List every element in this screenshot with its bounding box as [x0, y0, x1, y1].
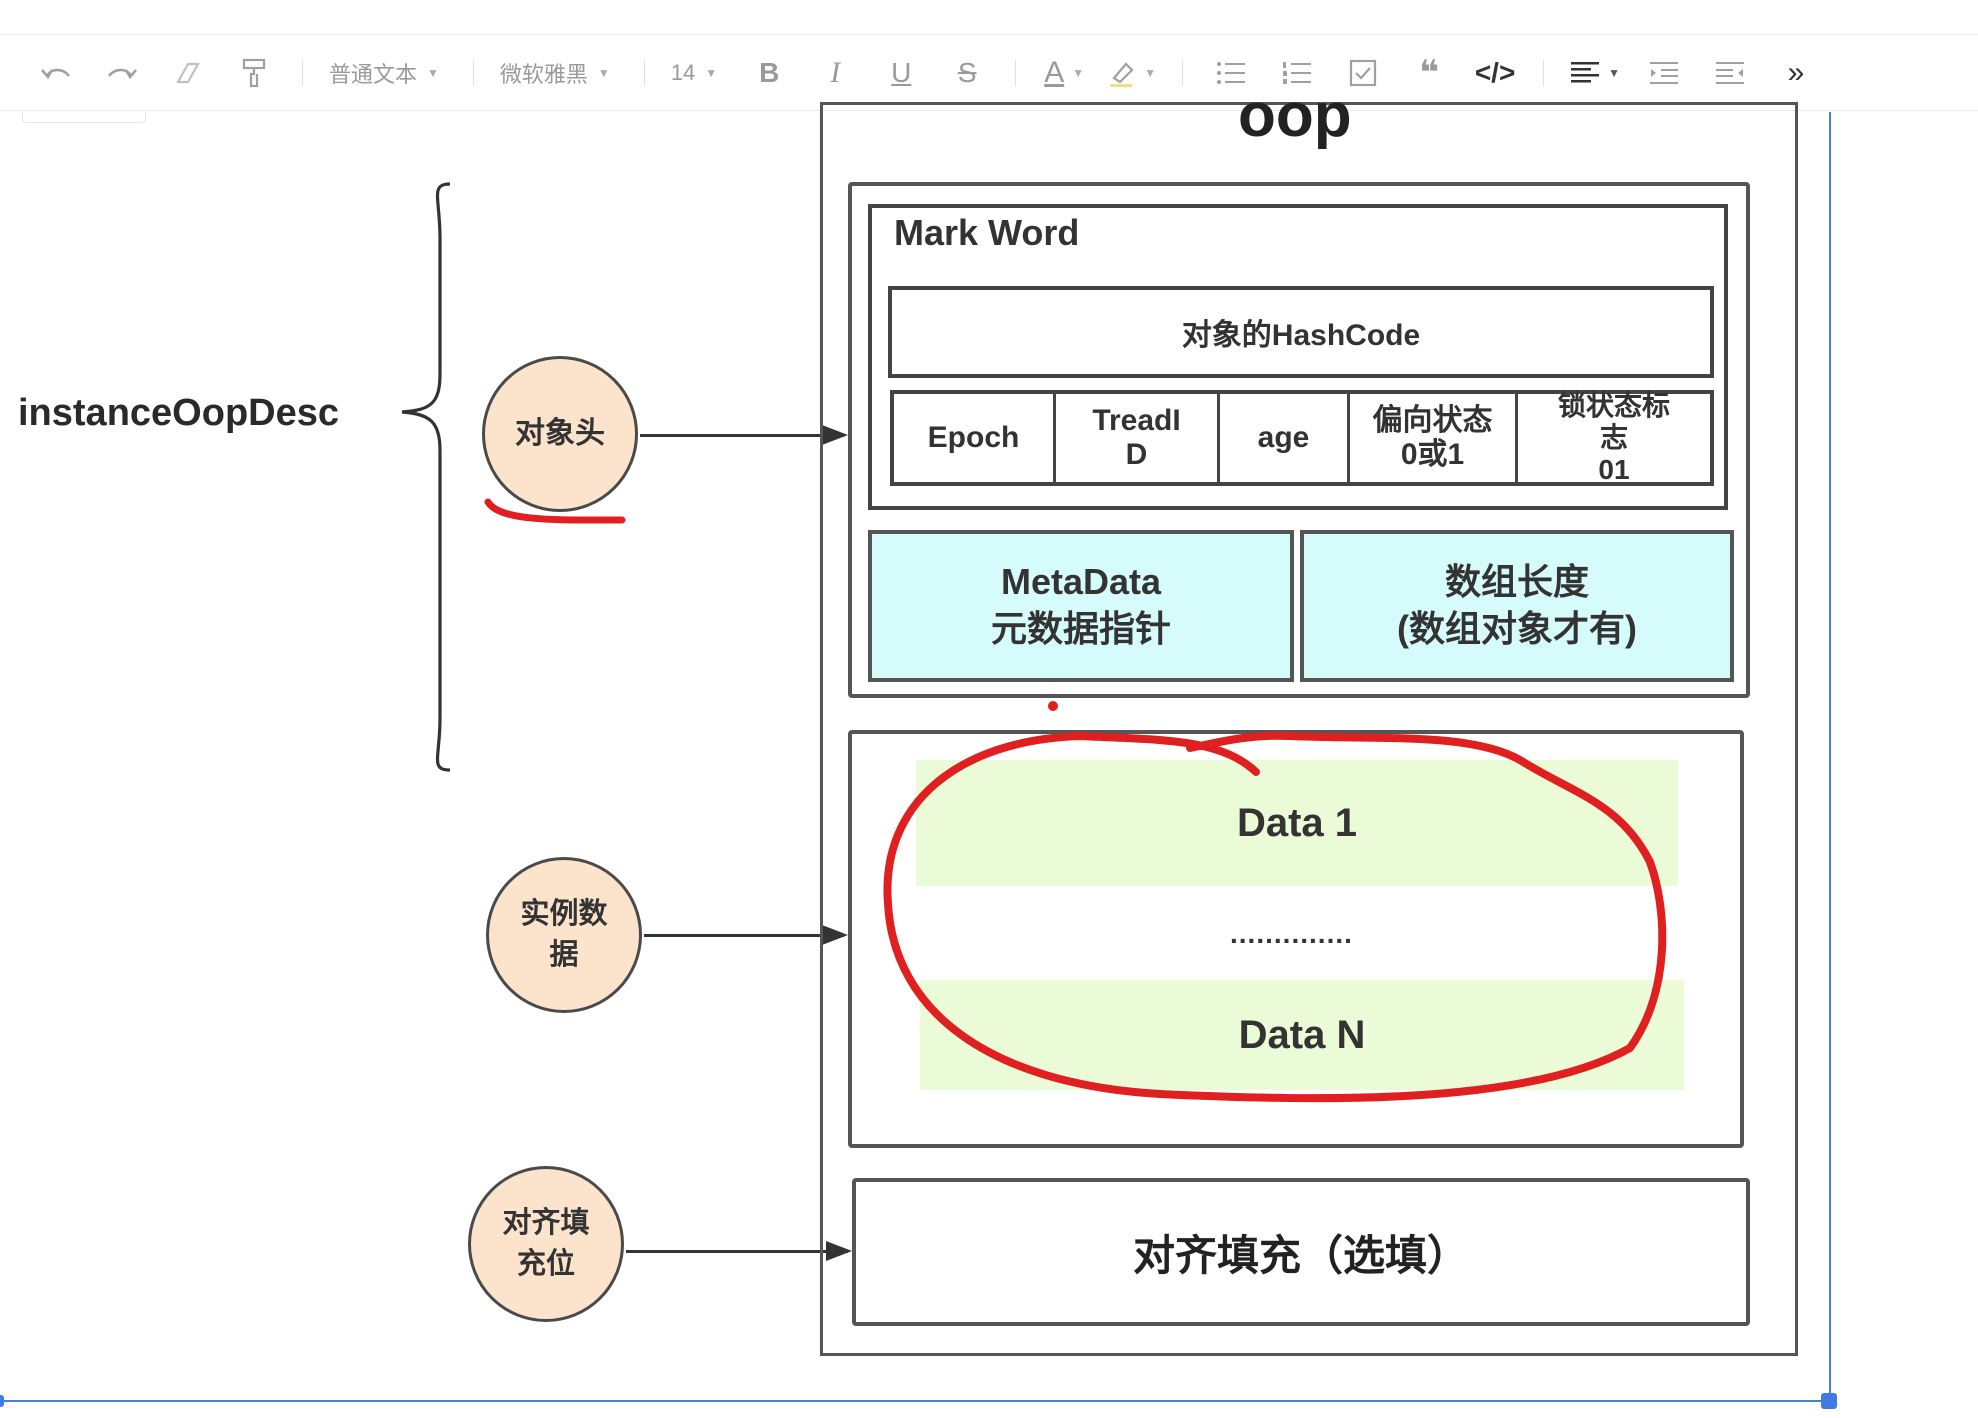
checklist-button[interactable]: [1341, 51, 1385, 95]
numbered-list-icon: [1283, 61, 1312, 84]
checkbox-icon: [1349, 59, 1377, 86]
outdent-icon: [1715, 61, 1744, 84]
bullet-list-button[interactable]: [1209, 51, 1253, 95]
paint-roller-icon: [242, 58, 266, 87]
window-top-strip: [0, 0, 1978, 35]
epoch-cell: Epoch: [894, 394, 1056, 482]
instance-data-circle: 实例数据: [486, 857, 642, 1013]
data-ellipsis: ..............: [1230, 918, 1353, 949]
header-arrow: [640, 425, 848, 445]
font-size-select[interactable]: 14 ▼: [671, 51, 717, 95]
caret-down-icon: ▼: [1072, 65, 1085, 80]
outdent-button[interactable]: [1708, 51, 1752, 95]
caret-down-icon: ▼: [427, 65, 439, 80]
paragraph-style-value: 普通文本: [329, 61, 418, 87]
eraser-icon: [176, 62, 200, 83]
clear-format-button[interactable]: [166, 51, 210, 95]
padding-box: 对齐填充（选填）: [852, 1178, 1750, 1326]
indent-icon: [1649, 61, 1678, 84]
align-button[interactable]: ▼: [1570, 51, 1620, 95]
metadata-label: MetaData: [1000, 561, 1162, 603]
bullet-list-icon: [1217, 61, 1246, 84]
undo-icon: [41, 68, 70, 79]
caret-down-icon: ▼: [1144, 65, 1157, 80]
document-canvas: instanceOopDesc 对象头 实例数据 对齐填充位 oop Mark …: [0, 81, 1978, 1418]
mark-word-title: Mark Word: [894, 212, 1080, 253]
mark-word-box: [868, 204, 1728, 510]
numbered-list-button[interactable]: [1275, 51, 1319, 95]
age-cell: age: [1220, 394, 1350, 482]
instance-data-arrow: [644, 925, 848, 945]
undo-button[interactable]: [34, 51, 78, 95]
instance-oop-desc-label: instanceOopDesc: [18, 392, 339, 434]
bold-button[interactable]: B: [759, 56, 780, 88]
thread-id-cell: TreadI D: [1056, 394, 1220, 482]
resize-handle-left[interactable]: [0, 1395, 4, 1407]
align-left-icon: [1571, 61, 1600, 82]
caret-down-icon: ▼: [1608, 65, 1620, 80]
code-button[interactable]: </>: [1473, 51, 1517, 95]
caret-down-icon: ▼: [705, 65, 718, 80]
padding-circle: 对齐填充位: [468, 1166, 624, 1322]
redo-icon: [108, 68, 137, 79]
ghost-tab: [22, 112, 146, 123]
toolbar-separator: [643, 59, 645, 86]
data-n-block: Data N: [920, 980, 1684, 1090]
oop-container: [820, 102, 1798, 1356]
instance-data-circle-label: 实例数据: [520, 898, 608, 971]
font-family-value: 微软雅黑: [499, 61, 588, 87]
metadata-pointer-box: MetaData 元数据指针: [868, 530, 1294, 682]
underline-button[interactable]: U: [891, 56, 912, 88]
paragraph-style-select[interactable]: 普通文本 ▼: [329, 51, 439, 95]
highlight-button[interactable]: ▼: [1108, 51, 1156, 95]
hashcode-box: 对象的HashCode: [888, 286, 1714, 378]
data-1-block: Data 1: [916, 760, 1678, 886]
more-tools-button[interactable]: »: [1787, 55, 1805, 89]
array-length-sublabel: (数组对象才有): [1397, 608, 1637, 649]
font-color-icon: A: [1044, 55, 1065, 89]
indent-button[interactable]: [1642, 51, 1686, 95]
code-icon: </>: [1474, 56, 1516, 88]
object-header-box: [848, 182, 1750, 698]
curly-brace: [401, 182, 451, 772]
strikethrough-button[interactable]: S: [957, 56, 977, 88]
toolbar-separator: [302, 59, 303, 86]
toolbar-separator: [1543, 59, 1545, 86]
toolbar-separator: [1015, 59, 1017, 86]
quote-button[interactable]: ❝: [1407, 51, 1451, 95]
object-header-circle: 对象头: [482, 356, 638, 512]
quote-icon: ❝: [1419, 53, 1440, 92]
array-length-label: 数组长度: [1444, 561, 1589, 603]
italic-button[interactable]: I: [830, 55, 841, 89]
font-family-select[interactable]: 微软雅黑 ▼: [500, 51, 610, 95]
redo-button[interactable]: [100, 51, 144, 95]
mark-word-cells: Epoch TreadI D age 偏向状态 0或1 锁状态标 志 01: [890, 390, 1714, 486]
padding-arrow: [626, 1241, 852, 1261]
font-size-value: 14: [670, 59, 696, 85]
metadata-sublabel: 元数据指针: [990, 608, 1171, 649]
array-length-box: 数组长度 (数组对象才有): [1300, 530, 1734, 682]
selection-border-right: [1829, 112, 1831, 1400]
padding-circle-label: 对齐填充位: [502, 1207, 590, 1280]
toolbar-separator: [472, 59, 474, 86]
font-color-button[interactable]: A ▼: [1042, 51, 1086, 95]
format-painter-button[interactable]: [232, 51, 276, 95]
editor-toolbar: 普通文本 ▼ 微软雅黑 ▼ 14 ▼ B I U S A ▼ ▼ ❝ </> ▼: [0, 35, 1978, 111]
lock-flag-cell: 锁状态标 志 01: [1557, 389, 1670, 486]
biased-state-cell: 偏向状态 0或1: [1350, 394, 1518, 482]
oop-title: oop: [1238, 81, 1352, 150]
toolbar-separator: [1182, 59, 1184, 86]
resize-handle[interactable]: [1821, 1393, 1837, 1409]
selection-border-bottom: [0, 1400, 1831, 1402]
caret-down-icon: ▼: [597, 65, 610, 80]
highlighter-icon: [1110, 61, 1134, 87]
